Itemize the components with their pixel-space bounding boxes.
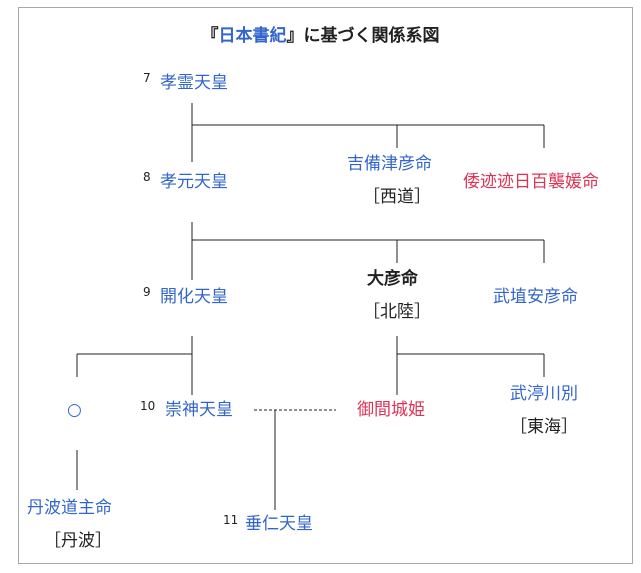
diagram-frame	[18, 7, 633, 564]
node-yamatototohimomosohime[interactable]: 倭迹迹日百襲媛命	[463, 172, 599, 192]
node-sujin[interactable]: 崇神天皇	[165, 400, 233, 420]
nihon-shoki-link[interactable]: 日本書紀	[218, 26, 287, 46]
kaika-number: 9	[143, 285, 151, 299]
title-open-bracket: 『	[201, 26, 219, 46]
region-tokai: ［東海］	[510, 417, 578, 437]
title-close-bracket: 』	[286, 26, 304, 46]
korei-number: 7	[143, 71, 151, 85]
sujin-number: 10	[140, 399, 156, 413]
region-hokuriku: ［北陸］	[363, 302, 431, 322]
node-tanbamichinushi[interactable]: 丹波道主命	[27, 498, 112, 518]
node-unknown: ○	[67, 400, 82, 420]
node-mimakihime[interactable]: 御間城姫	[357, 400, 425, 420]
region-saido: ［西道］	[363, 187, 431, 207]
title-rest: に基づく関係系図	[303, 26, 440, 46]
node-kogen[interactable]: 孝元天皇	[160, 172, 228, 192]
kogen-number: 8	[143, 170, 151, 184]
node-kaika[interactable]: 開化天皇	[160, 287, 228, 307]
node-takehaniyasuhiko[interactable]: 武埴安彦命	[493, 287, 578, 307]
node-ohiko: 大彦命	[367, 269, 418, 289]
region-tanba: ［丹波］	[44, 531, 112, 551]
suinin-number: 11	[223, 513, 239, 527]
node-korei[interactable]: 孝霊天皇	[160, 73, 228, 93]
node-suinin[interactable]: 垂仁天皇	[245, 514, 313, 534]
node-takenunakawawake[interactable]: 武渟川別	[510, 384, 578, 404]
diagram-title: 『日本書紀』に基づく関係系図	[0, 21, 641, 46]
node-kibitsuhiko[interactable]: 吉備津彦命	[347, 154, 432, 174]
